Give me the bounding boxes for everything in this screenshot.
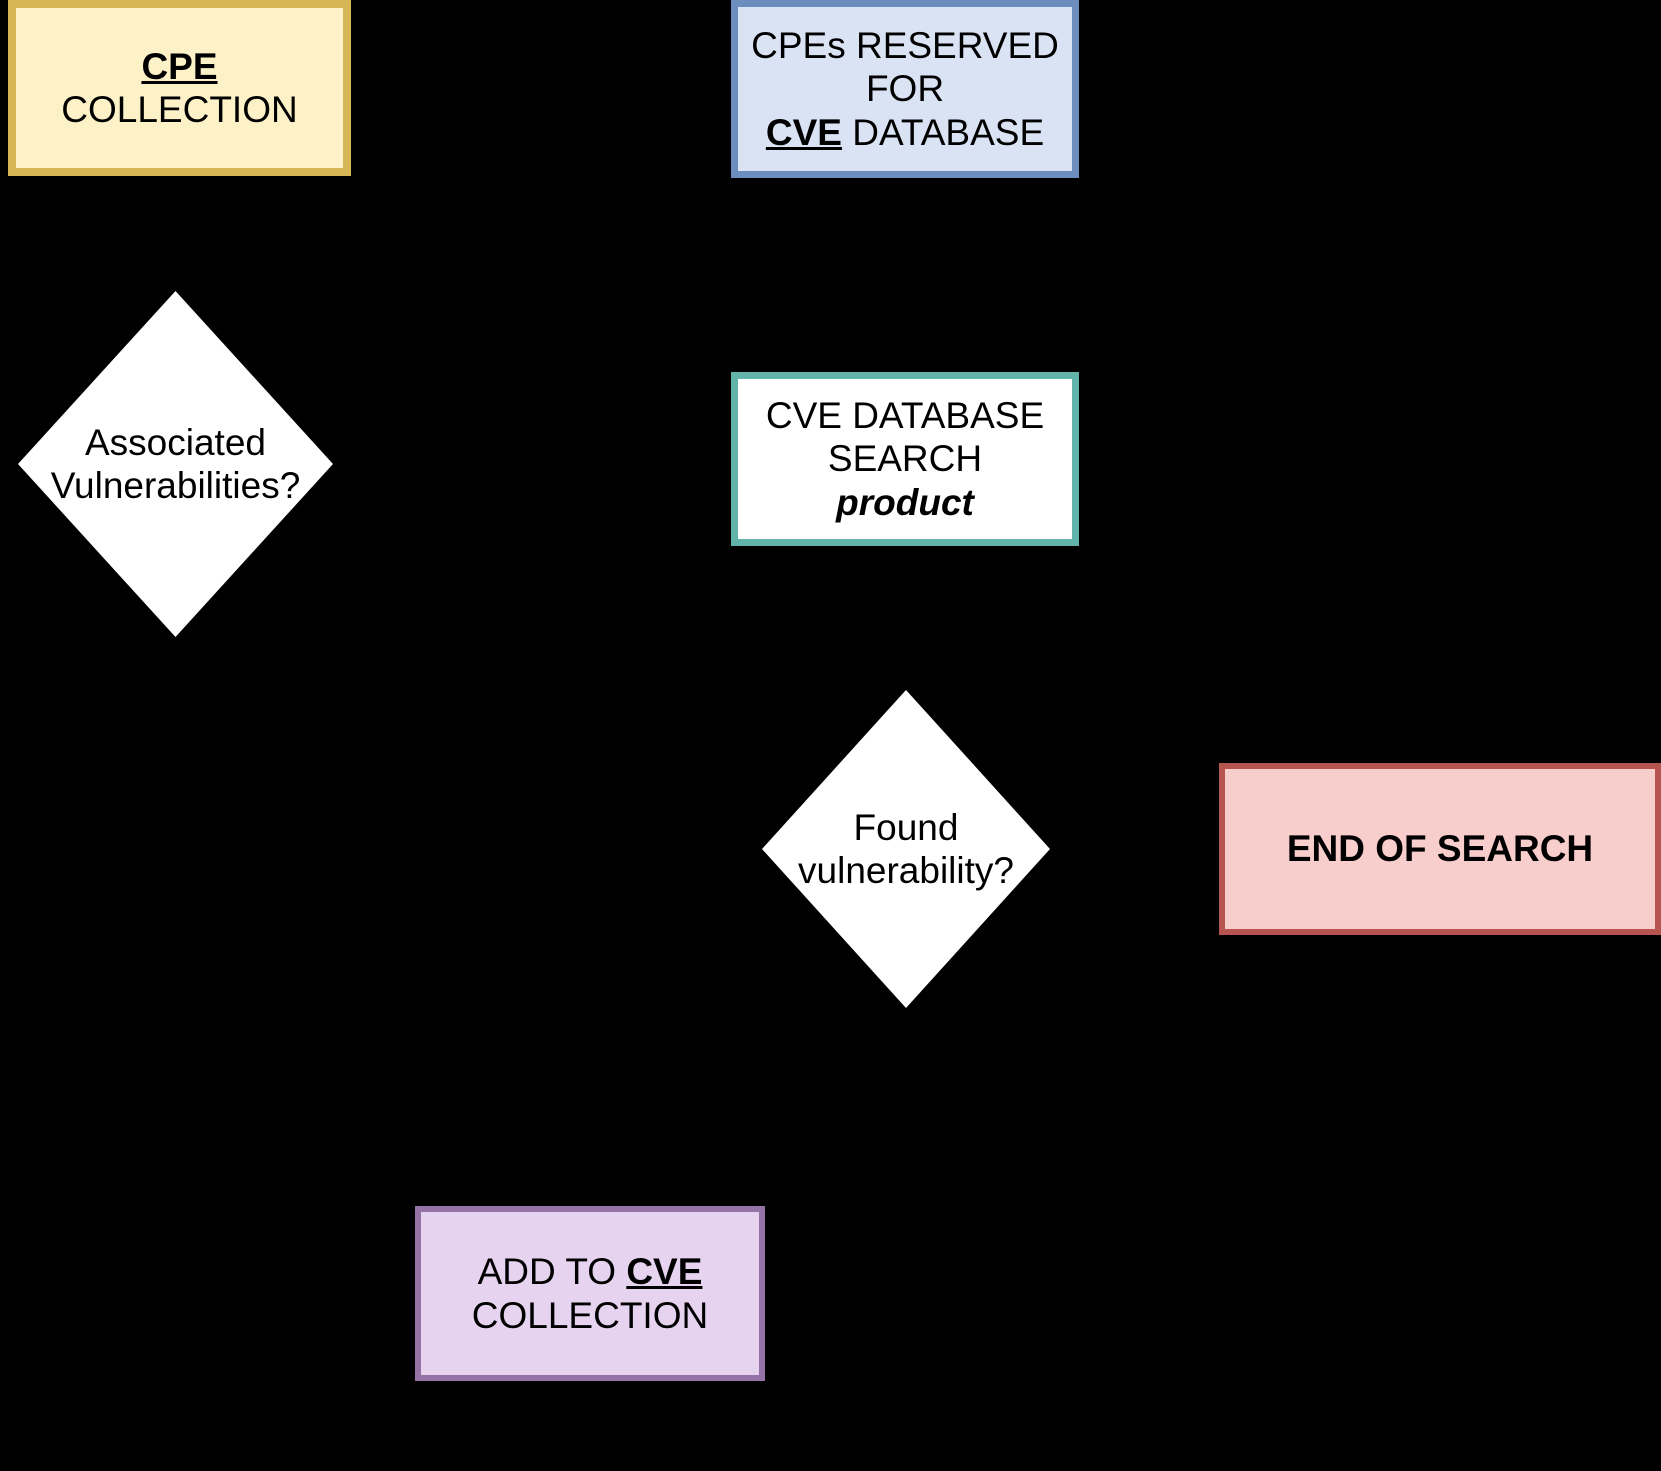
node-cpes-reserved-line1: CPEs RESERVED [751,25,1059,67]
decision-associated-vulnerabilities[interactable]: Associated Vulnerabilities? [18,291,333,637]
node-add-to-cve-collection[interactable]: ADD TO CVE COLLECTION [415,1206,765,1381]
decision-found-vulnerability-label: Found vulnerability? [762,690,1050,1008]
node-cpe-collection[interactable]: CPE COLLECTION [8,0,351,176]
decision-associated-vulnerabilities-line1: Associated [85,421,266,463]
decision-found-vulnerability[interactable]: Found vulnerability? [762,690,1050,1008]
decision-found-vulnerability-line2: vulnerability? [798,850,1014,891]
node-cpes-reserved-label: CPEs RESERVED FOR CVE DATABASE [738,24,1072,154]
node-cpes-reserved-line3-rest: DATABASE [841,111,1045,153]
node-cpe-collection-text: COLLECTION [61,89,298,130]
node-cpes-reserved-for-cve-database[interactable]: CPEs RESERVED FOR CVE DATABASE [731,0,1079,178]
node-end-of-search-label: END OF SEARCH [1286,828,1594,870]
node-add-to-cve-collection-label: ADD TO CVE COLLECTION [421,1250,759,1337]
decision-associated-vulnerabilities-label: Associated Vulnerabilities? [18,291,333,637]
decision-found-vulnerability-line1: Found [853,806,959,848]
node-cpe-collection-emphasis: CPE [141,45,218,87]
node-add-to-cve-collection-line1-emphasis: CVE [626,1251,703,1293]
decision-associated-vulnerabilities-line2: Vulnerabilities? [50,465,301,506]
node-cve-database-search-label: CVE DATABASE SEARCH product [738,394,1072,524]
node-add-to-cve-collection-line2: COLLECTION [471,1294,709,1336]
node-cpe-collection-label: CPE COLLECTION [16,45,343,132]
node-cpes-reserved-line2: FOR [865,68,945,110]
node-add-to-cve-collection-line1-prefix: ADD TO [477,1251,627,1293]
node-cve-database-search[interactable]: CVE DATABASE SEARCH product [731,372,1079,546]
node-end-of-search[interactable]: END OF SEARCH [1219,763,1661,935]
node-cpes-reserved-line3-emphasis: CVE [765,111,842,153]
node-cve-database-search-line2: SEARCH [827,438,983,480]
node-cve-database-search-parameter: product [836,481,974,523]
node-cve-database-search-line1: CVE DATABASE [765,395,1045,437]
